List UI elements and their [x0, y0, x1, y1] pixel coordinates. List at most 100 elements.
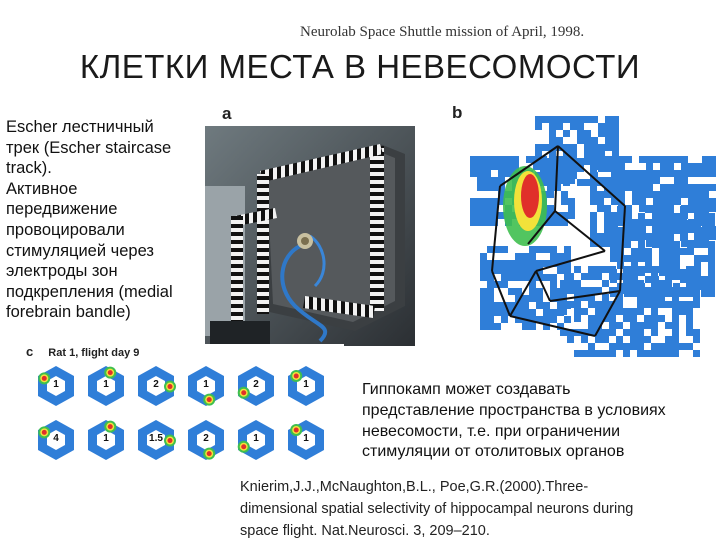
map-pixel [672, 294, 679, 301]
map-pixel [604, 233, 611, 240]
map-pixel [591, 116, 598, 123]
map-pixel [624, 283, 631, 290]
map-pixel [631, 276, 638, 283]
map-pixel [680, 290, 687, 297]
map-pixel [686, 308, 693, 315]
map-pixel [529, 309, 536, 316]
map-pixel [484, 184, 491, 191]
map-pixel [515, 302, 522, 309]
map-pixel [508, 267, 515, 274]
map-pixel [631, 234, 638, 241]
map-pixel [602, 301, 609, 308]
map-pixel [595, 273, 602, 280]
panel-b-label: b [452, 103, 463, 122]
map-pixel [612, 130, 619, 137]
map-pixel [632, 198, 639, 205]
map-pixel [556, 158, 563, 165]
map-pixel [581, 273, 588, 280]
map-pixel [658, 315, 665, 322]
map-pixel [630, 322, 637, 329]
map-pixel [638, 255, 645, 262]
place-field-map: 1 [234, 418, 278, 462]
map-pixel [529, 281, 536, 288]
map-pixel [680, 269, 687, 276]
map-pixel [567, 273, 574, 280]
map-pixel [470, 198, 477, 205]
map-pixel [702, 212, 709, 219]
map-pixel [598, 123, 605, 130]
citation: Knierim,J.J.,McNaughton,B.L., Poe,G.R.(2… [240, 476, 710, 542]
map-pixel [498, 198, 505, 205]
map-pixel [597, 205, 604, 212]
map-pixel [624, 269, 631, 276]
map-pixel [687, 269, 694, 276]
map-pixel [477, 184, 484, 191]
place-field-svg [88, 420, 124, 460]
map-pixel [709, 198, 716, 205]
map-pixel [610, 227, 617, 234]
map-pixel [529, 288, 536, 295]
map-pixel [477, 177, 484, 184]
map-pixel [616, 294, 623, 301]
map-pixel [616, 301, 623, 308]
map-pixel [610, 276, 617, 283]
map-pixel [610, 234, 617, 241]
map-pixel [591, 158, 598, 165]
map-pixel [639, 170, 646, 177]
map-pixel [605, 116, 612, 123]
map-pixel [550, 281, 557, 288]
map-pixel [659, 220, 666, 227]
map-pixel [638, 248, 645, 255]
field-hotspot [41, 375, 47, 381]
map-pixel [604, 163, 611, 170]
map-pixel [611, 177, 618, 184]
map-pixel [561, 212, 568, 219]
map-pixel [588, 329, 595, 336]
left-line: track). [6, 159, 52, 178]
map-pixel [470, 205, 477, 212]
map-pixel [604, 212, 611, 219]
map-pixel [563, 172, 570, 179]
map-pixel [680, 206, 687, 213]
map-pixel [480, 253, 487, 260]
map-pixel [637, 329, 644, 336]
map-pixel [618, 156, 625, 163]
place-field-svg [237, 366, 274, 406]
map-pixel [543, 316, 550, 323]
map-pixel [590, 177, 597, 184]
map-pixel [639, 198, 646, 205]
map-pixel [702, 219, 709, 226]
map-pixel [617, 213, 624, 220]
map-pixel [674, 170, 681, 177]
map-pixel [673, 290, 680, 297]
map-pixel [505, 156, 512, 163]
map-pixel [667, 184, 674, 191]
citation-line: space flight. Nat.Neurosci. 3, 209–210. [240, 523, 490, 539]
map-pixel [686, 322, 693, 329]
map-pixel [470, 163, 477, 170]
map-pixel [484, 212, 491, 219]
map-pixel [581, 287, 588, 294]
map-pixel [484, 177, 491, 184]
map-pixel [687, 220, 694, 227]
map-pixel [646, 233, 653, 240]
map-pixel [501, 274, 508, 281]
map-pixel [693, 350, 700, 357]
map-pixel [693, 294, 700, 301]
field-hotspot [107, 370, 113, 376]
map-pixel [695, 170, 702, 177]
map-pixel [659, 255, 666, 262]
map-pixel [550, 288, 557, 295]
map-pixel [610, 248, 617, 255]
map-pixel [584, 137, 591, 144]
map-pixel [470, 156, 477, 163]
map-pixel [680, 213, 687, 220]
map-pixel [637, 322, 644, 329]
map-pixel [477, 198, 484, 205]
map-pixel [484, 163, 491, 170]
map-pixel [612, 151, 619, 158]
map-pixel [491, 177, 498, 184]
map-pixel [535, 144, 542, 151]
map-pixel [672, 322, 679, 329]
